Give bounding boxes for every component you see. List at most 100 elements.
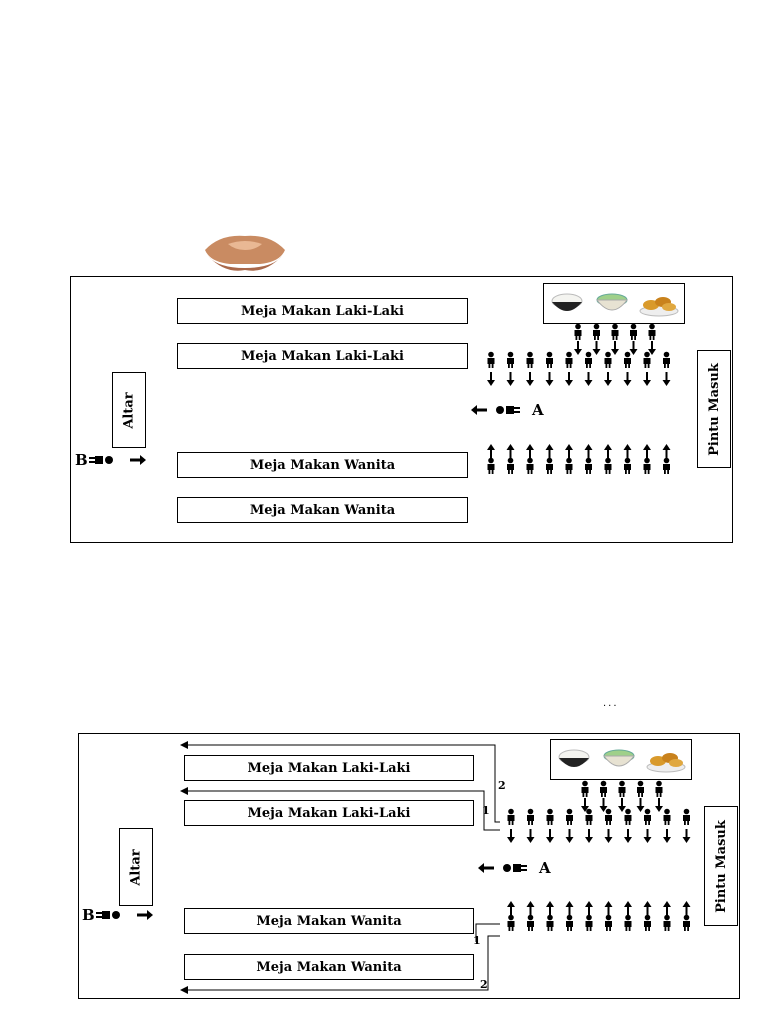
women-up-arrow-icon <box>662 444 671 458</box>
women-group-person-icon <box>644 914 651 931</box>
men-down-arrow-icon <box>682 829 691 843</box>
women-group-person-icon <box>683 914 690 931</box>
women-group-person-icon <box>487 457 495 474</box>
women-up-arrow-icon <box>643 444 651 458</box>
route-number-men-1: 1 <box>482 804 490 817</box>
men-group-person-icon <box>624 808 632 825</box>
route-line-women-2 <box>180 935 500 994</box>
men-down-arrow-icon <box>604 372 612 386</box>
women-group-person-icon <box>546 914 554 931</box>
queue-person-icon <box>600 780 607 797</box>
women-group-person-icon <box>507 914 515 931</box>
fried-food-icon <box>639 296 679 316</box>
men-group-person-icon <box>507 351 514 368</box>
queue-down-arrow-icon <box>618 798 626 812</box>
men-down-arrow-icon <box>487 372 495 386</box>
rice-bowl-icon <box>558 749 590 767</box>
men-down-arrow-icon <box>663 829 671 843</box>
men-down-arrow-icon <box>585 829 593 843</box>
women-up-arrow-icon <box>507 901 515 915</box>
top-marker-b-arrow-icon <box>130 455 146 465</box>
soup-bowl-icon <box>602 749 635 766</box>
queue-person-icon <box>648 323 656 340</box>
queue-down-arrow-icon <box>592 341 601 355</box>
route-number-women-1: 1 <box>473 934 481 947</box>
women-up-arrow-icon <box>565 444 573 458</box>
men-down-arrow-icon <box>526 372 534 386</box>
women-group-person-icon <box>624 457 631 474</box>
queue-person-icon <box>581 780 589 797</box>
bottom-table-men-1: Meja Makan Laki-Laki <box>184 755 474 781</box>
women-group-person-icon <box>663 914 671 931</box>
men-down-arrow-icon <box>643 829 652 843</box>
top-entrance: Pintu Masuk <box>697 350 731 468</box>
route-line-men-2 <box>180 741 500 823</box>
men-group-person-icon <box>546 351 553 368</box>
women-group-person-icon <box>527 914 534 931</box>
men-group-person-icon <box>624 351 631 368</box>
top-marker-a-person-icon <box>496 406 520 414</box>
women-up-arrow-icon <box>623 444 632 458</box>
bottom-table-men-2: Meja Makan Laki-Laki <box>184 800 474 826</box>
women-up-arrow-icon <box>604 444 612 458</box>
queue-person-icon <box>655 780 663 797</box>
route-number-women-2: 2 <box>480 978 488 991</box>
women-group-person-icon <box>526 457 534 474</box>
bottom-marker-b-label: B <box>82 906 95 924</box>
queue-person-icon <box>593 323 600 340</box>
bottom-table-women-1: Meja Makan Wanita <box>184 908 474 934</box>
soup-bowl-icon <box>595 293 628 310</box>
queue-down-arrow-icon <box>574 341 582 355</box>
route-line-women-1 <box>475 923 500 942</box>
women-group-person-icon <box>546 457 553 474</box>
women-up-arrow-icon <box>682 901 691 915</box>
queue-person-icon <box>574 323 582 340</box>
men-group-person-icon <box>663 808 671 825</box>
men-group-person-icon <box>565 351 573 368</box>
women-group-person-icon <box>507 457 514 474</box>
men-down-arrow-icon <box>546 829 554 843</box>
women-group-person-icon <box>663 457 670 474</box>
men-group-person-icon <box>604 351 612 368</box>
men-group-person-icon <box>526 351 534 368</box>
women-group-person-icon <box>585 457 592 474</box>
top-table-women-1: Meja Makan Wanita <box>177 452 468 478</box>
women-up-arrow-icon <box>545 444 554 458</box>
women-up-arrow-icon <box>487 444 495 458</box>
queue-person-icon <box>630 323 637 340</box>
men-group-person-icon <box>487 351 495 368</box>
women-up-arrow-icon <box>584 444 593 458</box>
women-group-person-icon <box>643 457 651 474</box>
women-group-person-icon <box>604 457 612 474</box>
women-up-arrow-icon <box>585 901 593 915</box>
women-up-arrow-icon <box>624 901 632 915</box>
men-group-person-icon <box>605 808 612 825</box>
route-number-men-2: 2 <box>498 779 506 792</box>
men-down-arrow-icon <box>604 829 613 843</box>
top-marker-a-label: A <box>532 401 544 419</box>
bottom-altar: Altar <box>119 828 153 906</box>
women-up-arrow-icon <box>643 901 652 915</box>
women-up-arrow-icon <box>565 901 574 915</box>
men-group-person-icon <box>566 808 573 825</box>
top-marker-b-person-icon <box>89 456 113 464</box>
men-down-arrow-icon <box>643 372 651 386</box>
bottom-marker-a-person-icon <box>503 864 527 872</box>
women-group-person-icon <box>605 914 612 931</box>
bottom-food-station <box>550 739 692 780</box>
women-up-arrow-icon <box>506 444 515 458</box>
queue-person-icon <box>611 323 619 340</box>
women-up-arrow-icon <box>604 901 613 915</box>
queue-down-arrow-icon <box>599 798 608 812</box>
route-line-men-1 <box>180 787 500 831</box>
queue-down-arrow-icon <box>655 798 663 812</box>
men-down-arrow-icon <box>506 372 515 386</box>
queue-person-icon <box>637 780 644 797</box>
men-down-arrow-icon <box>584 372 593 386</box>
men-group-person-icon <box>507 808 515 825</box>
men-down-arrow-icon <box>507 829 515 843</box>
men-down-arrow-icon <box>565 829 574 843</box>
top-table-men-2: Meja Makan Laki-Laki <box>177 343 468 369</box>
bottom-marker-a-label: A <box>539 859 551 877</box>
men-group-person-icon <box>585 808 593 825</box>
